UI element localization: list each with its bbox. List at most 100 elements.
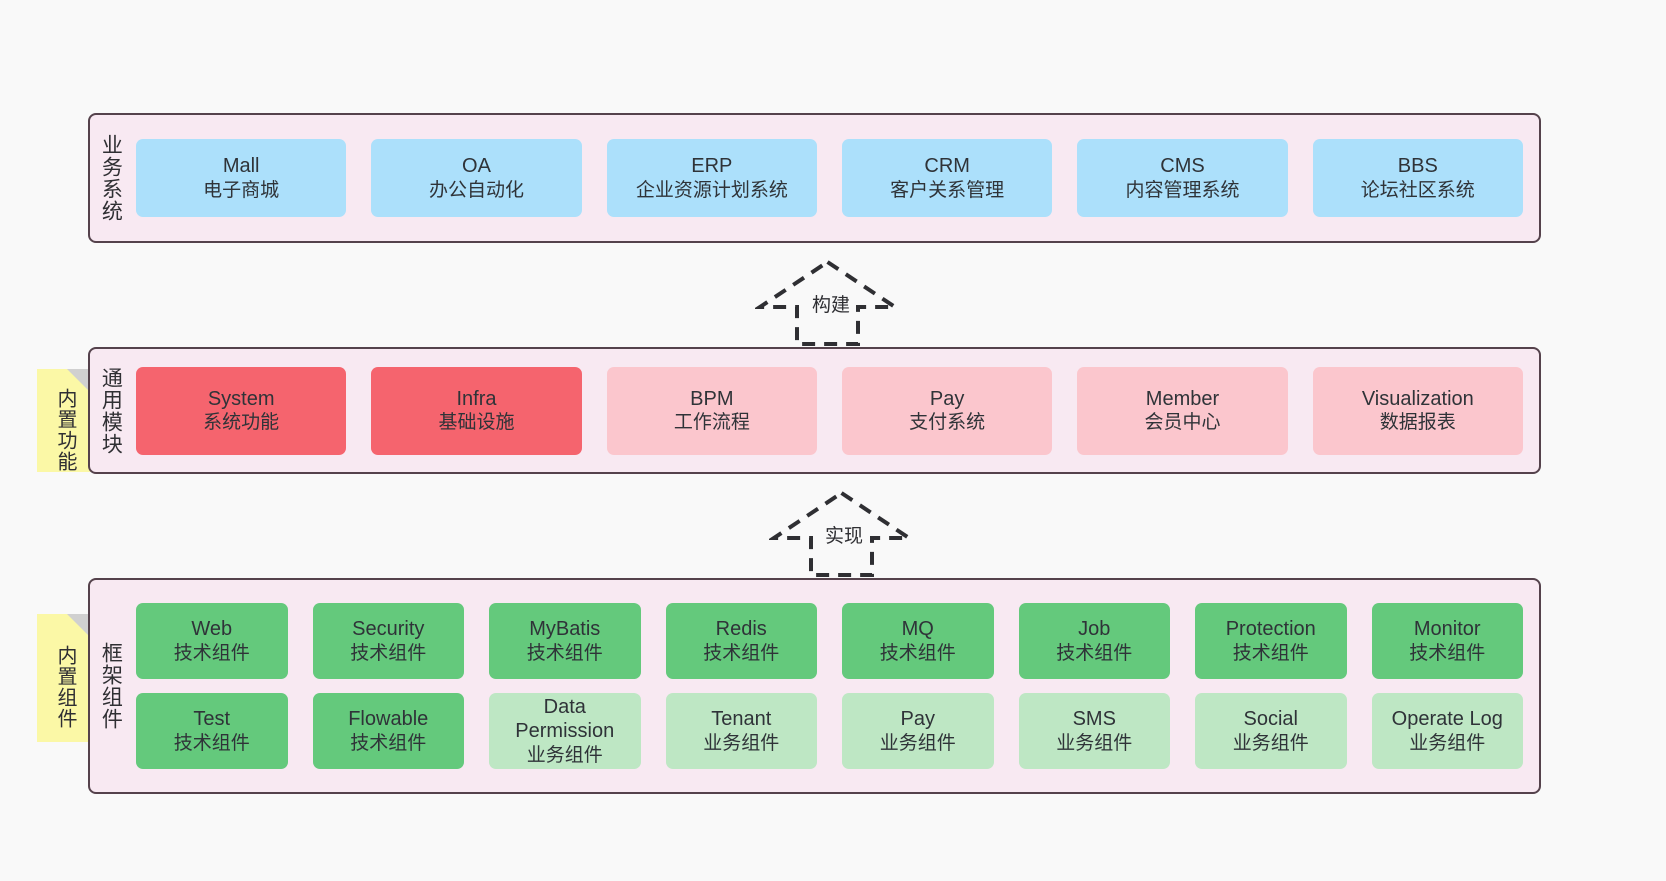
note-builtin-features-label: 内置功能 bbox=[54, 387, 76, 472]
card-pay-module[interactable]: Pay 支付系统 bbox=[841, 366, 1053, 455]
card-data-permission-desc: 业务组件 bbox=[526, 744, 603, 766]
card-erp[interactable]: ERP 企业资源计划系统 bbox=[606, 139, 817, 217]
card-security-name: Security bbox=[352, 618, 425, 641]
card-visualization-name: Visualization bbox=[1361, 387, 1474, 410]
card-data-permission-name: Data Permission bbox=[515, 696, 615, 743]
card-web-desc: 技术组件 bbox=[173, 642, 250, 664]
card-social-name: Social bbox=[1243, 708, 1298, 731]
common-modules-row: System 系统功能 Infra 基础设施 BPM 工作流程 Pay 支付系统… bbox=[136, 366, 1523, 455]
card-job[interactable]: Job 技术组件 bbox=[1018, 603, 1170, 679]
card-mall-name: Mall bbox=[222, 155, 260, 178]
card-test[interactable]: Test 技术组件 bbox=[136, 693, 288, 769]
card-visualization[interactable]: Visualization 数据报表 bbox=[1312, 366, 1523, 455]
card-mall[interactable]: Mall 电子商城 bbox=[136, 139, 347, 217]
business-systems-row: Mall 电子商城 OA 办公自动化 ERP 企业资源计划系统 CRM 客户关系… bbox=[136, 139, 1523, 217]
card-tenant-name: Tenant bbox=[711, 708, 772, 731]
card-web-name: Web bbox=[191, 618, 233, 641]
card-test-desc: 技术组件 bbox=[173, 732, 250, 754]
card-protection-name: Protection bbox=[1225, 618, 1316, 641]
card-flowable-desc: 技术组件 bbox=[350, 732, 427, 754]
card-bpm-desc: 工作流程 bbox=[673, 412, 750, 434]
card-member-name: Member bbox=[1145, 387, 1220, 410]
card-redis-desc: 技术组件 bbox=[703, 642, 780, 664]
card-oa-desc: 办公自动化 bbox=[428, 179, 524, 201]
card-bbs-name: BBS bbox=[1397, 155, 1438, 178]
card-crm-desc: 客户关系管理 bbox=[890, 179, 1005, 201]
card-mybatis[interactable]: MyBatis 技术组件 bbox=[489, 603, 641, 679]
card-operate-log-name: Operate Log bbox=[1391, 708, 1503, 731]
card-operate-log-desc: 业务组件 bbox=[1409, 732, 1486, 754]
card-member[interactable]: Member 会员中心 bbox=[1077, 366, 1288, 455]
card-system-name: System bbox=[207, 387, 275, 410]
card-security[interactable]: Security 技术组件 bbox=[312, 603, 464, 679]
card-protection-desc: 技术组件 bbox=[1232, 642, 1309, 664]
card-tenant[interactable]: Tenant 业务组件 bbox=[665, 693, 817, 769]
card-job-desc: 技术组件 bbox=[1056, 642, 1133, 664]
card-oa-name: OA bbox=[462, 155, 491, 178]
layer-framework-components: 框架组件 Web 技术组件 Security 技术组件 MyBatis 技术组件… bbox=[88, 578, 1541, 794]
arrow-implement-shape bbox=[767, 490, 916, 577]
layer-framework-components-body: Web 技术组件 Security 技术组件 MyBatis 技术组件 Redi… bbox=[130, 580, 1539, 792]
card-bpm-name: BPM bbox=[690, 387, 734, 410]
card-mq-desc: 技术组件 bbox=[879, 642, 956, 664]
card-cms[interactable]: CMS 内容管理系统 bbox=[1077, 139, 1288, 217]
card-social[interactable]: Social 业务组件 bbox=[1195, 693, 1347, 769]
card-monitor[interactable]: Monitor 技术组件 bbox=[1371, 603, 1523, 679]
card-social-desc: 业务组件 bbox=[1232, 732, 1309, 754]
card-bbs-desc: 论坛社区系统 bbox=[1360, 179, 1475, 201]
card-mall-desc: 电子商城 bbox=[203, 179, 280, 201]
card-mybatis-name: MyBatis bbox=[529, 618, 601, 641]
layer-framework-components-title: 框架组件 bbox=[99, 642, 123, 730]
card-erp-name: ERP bbox=[691, 155, 733, 178]
card-bbs[interactable]: BBS 论坛社区系统 bbox=[1312, 139, 1523, 217]
card-pay-component-desc: 业务组件 bbox=[879, 732, 956, 754]
card-web[interactable]: Web 技术组件 bbox=[136, 603, 288, 679]
card-redis-name: Redis bbox=[715, 618, 767, 641]
card-mq[interactable]: MQ 技术组件 bbox=[842, 603, 994, 679]
card-flowable-name: Flowable bbox=[348, 708, 429, 731]
card-oa[interactable]: OA 办公自动化 bbox=[371, 139, 582, 217]
card-infra-name: Infra bbox=[456, 387, 497, 410]
card-tenant-desc: 业务组件 bbox=[703, 732, 780, 754]
card-system-desc: 系统功能 bbox=[203, 412, 280, 434]
framework-tech-row: Web 技术组件 Security 技术组件 MyBatis 技术组件 Redi… bbox=[136, 603, 1523, 679]
card-test-name: Test bbox=[193, 708, 231, 731]
card-monitor-name: Monitor bbox=[1413, 618, 1481, 641]
card-sms-name: SMS bbox=[1072, 708, 1116, 731]
layer-business-systems-title: 业务系统 bbox=[99, 134, 123, 222]
layer-business-systems: 业务系统 Mall 电子商城 OA 办公自动化 ERP 企业资源计划系统 CRM… bbox=[88, 113, 1541, 243]
card-operate-log[interactable]: Operate Log 业务组件 bbox=[1371, 693, 1523, 769]
note-builtin-components: 内置组件 bbox=[37, 614, 93, 742]
layer-common-modules: 通用模块 System 系统功能 Infra 基础设施 BPM 工作流程 Pay… bbox=[88, 347, 1541, 474]
card-security-desc: 技术组件 bbox=[350, 642, 427, 664]
card-erp-desc: 企业资源计划系统 bbox=[635, 179, 788, 201]
card-flowable[interactable]: Flowable 技术组件 bbox=[312, 693, 464, 769]
card-mybatis-desc: 技术组件 bbox=[526, 642, 603, 664]
card-protection[interactable]: Protection 技术组件 bbox=[1195, 603, 1347, 679]
card-monitor-desc: 技术组件 bbox=[1409, 642, 1486, 664]
card-cms-name: CMS bbox=[1160, 155, 1205, 178]
layer-business-systems-body: Mall 电子商城 OA 办公自动化 ERP 企业资源计划系统 CRM 客户关系… bbox=[130, 115, 1539, 241]
layer-common-modules-body: System 系统功能 Infra 基础设施 BPM 工作流程 Pay 支付系统… bbox=[130, 349, 1539, 472]
card-crm[interactable]: CRM 客户关系管理 bbox=[841, 139, 1053, 217]
card-job-name: Job bbox=[1078, 618, 1111, 641]
card-pay-component[interactable]: Pay 业务组件 bbox=[842, 693, 994, 769]
card-system[interactable]: System 系统功能 bbox=[136, 366, 347, 455]
note-builtin-components-label: 内置组件 bbox=[54, 645, 76, 729]
card-infra-desc: 基础设施 bbox=[438, 412, 515, 434]
layer-common-modules-title: 通用模块 bbox=[99, 366, 123, 455]
card-pay-module-desc: 支付系统 bbox=[909, 412, 986, 434]
card-redis[interactable]: Redis 技术组件 bbox=[665, 603, 817, 679]
note-builtin-features: 内置功能 bbox=[37, 369, 93, 472]
card-member-desc: 会员中心 bbox=[1144, 412, 1221, 434]
arrow-build-shape bbox=[753, 259, 902, 346]
framework-biz-row: Test 技术组件 Flowable 技术组件 Data Permission … bbox=[136, 693, 1523, 769]
arrow-build bbox=[753, 258, 902, 348]
card-crm-name: CRM bbox=[924, 155, 970, 178]
card-data-permission[interactable]: Data Permission 业务组件 bbox=[489, 693, 641, 769]
card-mq-name: MQ bbox=[901, 618, 934, 641]
card-infra[interactable]: Infra 基础设施 bbox=[371, 366, 582, 455]
card-bpm[interactable]: BPM 工作流程 bbox=[606, 366, 817, 455]
card-sms[interactable]: SMS 业务组件 bbox=[1018, 693, 1170, 769]
